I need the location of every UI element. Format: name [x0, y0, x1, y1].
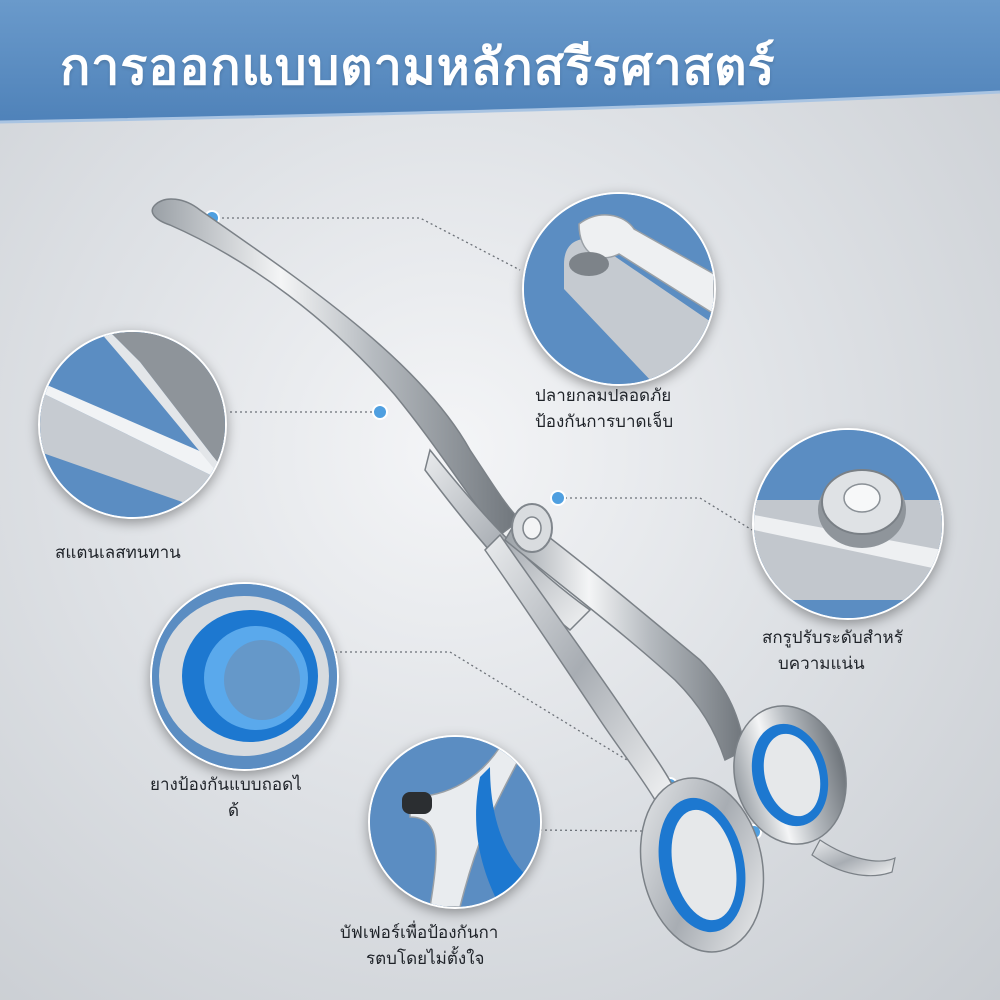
label-buffer-line-1: บัฟเฟอร์เพื่อป้องกันกา — [340, 923, 499, 943]
feature-circle-rounded-tip — [522, 192, 716, 386]
leader-line-rubber — [335, 651, 669, 786]
rubber-ring-closeup-icon — [152, 584, 337, 769]
feature-circle-rubber — [150, 582, 339, 771]
label-buffer-line-2: รตบโดยไม่ตั้งใจ — [366, 949, 485, 969]
label-screw: สกรูปรับระดับสำหรั บความแน่น — [762, 625, 903, 677]
feature-circle-screw — [752, 428, 944, 620]
feature-circle-stainless — [38, 330, 227, 519]
label-rubber: ยางป้องกันแบบถอดไ ด้ — [150, 772, 302, 824]
label-rubber-line-1: ยางป้องกันแบบถอดไ — [150, 775, 302, 795]
leader-line-screw — [560, 497, 753, 531]
label-buffer: บัฟเฟอร์เพื่อป้องกันกา รตบโดยไม่ตั้งใจ — [340, 920, 498, 972]
feature-circle-buffer — [368, 735, 542, 909]
label-rounded-tip-line-2: ป้องกันการบาดเจ็บ — [535, 412, 674, 432]
label-stainless-line-1: สแตนเลสทนทาน — [55, 543, 181, 563]
label-rubber-line-2: ด้ — [228, 801, 240, 821]
marker-dot-screw — [550, 490, 566, 506]
buffer-stopper-closeup-icon — [370, 737, 540, 907]
adjustment-screw-closeup-icon — [754, 430, 942, 618]
marker-dot-blade — [372, 404, 388, 420]
label-screw-line-2: บความแน่น — [778, 654, 865, 674]
header-banner: การออกแบบตามหลักสรีรศาสตร์ — [0, 0, 1000, 125]
page-title: การออกแบบตามหลักสรีรศาสตร์ — [60, 38, 776, 96]
rounded-tip-closeup-icon — [524, 194, 714, 384]
stainless-blade-closeup-icon — [40, 332, 225, 517]
banner-background — [0, 0, 1000, 124]
label-rounded-tip-line-1: ปลายกลมปลอดภัย — [535, 386, 672, 406]
label-screw-line-1: สกรูปรับระดับสำหรั — [762, 628, 903, 648]
label-rounded-tip: ปลายกลมปลอดภัย ป้องกันการบาดเจ็บ — [535, 383, 673, 435]
label-stainless: สแตนเลสทนทาน — [55, 540, 181, 566]
